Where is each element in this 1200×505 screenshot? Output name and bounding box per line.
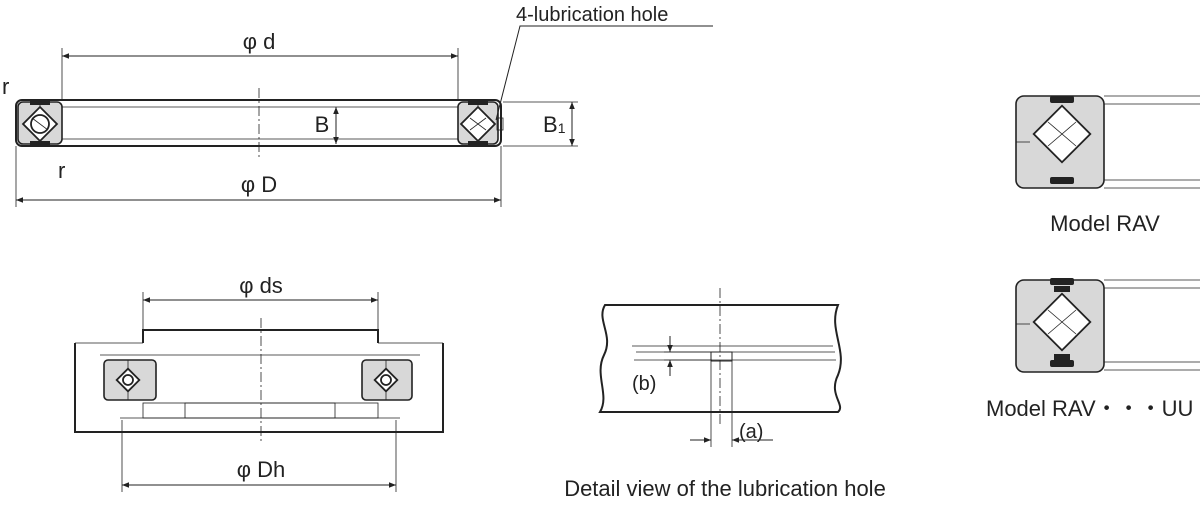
label-phi-Dh: φ Dh <box>237 457 286 482</box>
bearing-body-outline <box>15 99 502 147</box>
label-model-rav-uu: Model RAV・・・UU <box>986 396 1193 421</box>
housing-right-bearing <box>361 359 413 401</box>
label-lubrication-hole: 4-lubrication hole <box>516 4 668 26</box>
left-ring-section <box>17 101 63 145</box>
lubrication-detail-view: (b) (a) Detail view of the lubrication h… <box>564 288 886 501</box>
housing-mounting-view: φ ds φ Dh <box>74 273 444 492</box>
detail-hole-rect <box>710 351 733 362</box>
lubrication-hole-leader <box>495 25 713 121</box>
label-r-top: r <box>2 74 9 99</box>
label-phi-ds: φ ds <box>239 273 283 298</box>
detail-caption: Detail view of the lubrication hole <box>564 476 886 500</box>
lubrication-hole-mark <box>496 117 504 131</box>
model-rav-uu-view: Model RAV・・・UU <box>986 278 1200 421</box>
housing-outline <box>74 343 444 433</box>
label-phi-d: φ d <box>243 29 276 54</box>
uu-seal-top <box>1054 286 1070 292</box>
label-B1: B1 <box>543 112 566 137</box>
label-model-rav: Model RAV <box>1050 211 1160 236</box>
main-bearing-view: φ d φ D B B1 r r 4-lubrication hole <box>2 4 713 207</box>
uu-seal-bottom <box>1054 354 1070 360</box>
label-B: B <box>315 112 330 137</box>
detail-break-outline <box>598 304 842 413</box>
model-rav-view: Model RAV <box>1015 95 1200 236</box>
label-B1-main: B <box>543 112 558 137</box>
label-B1-subscript: 1 <box>558 120 566 136</box>
label-r-bottom: r <box>58 158 65 183</box>
housing-left-bearing <box>103 359 157 401</box>
label-phi-D: φ D <box>241 172 277 197</box>
shaft-bottom <box>142 402 379 419</box>
label-b: (b) <box>632 373 656 395</box>
label-a: (a) <box>739 421 763 443</box>
right-ring-section <box>457 101 504 145</box>
shaft-outline <box>142 329 379 343</box>
